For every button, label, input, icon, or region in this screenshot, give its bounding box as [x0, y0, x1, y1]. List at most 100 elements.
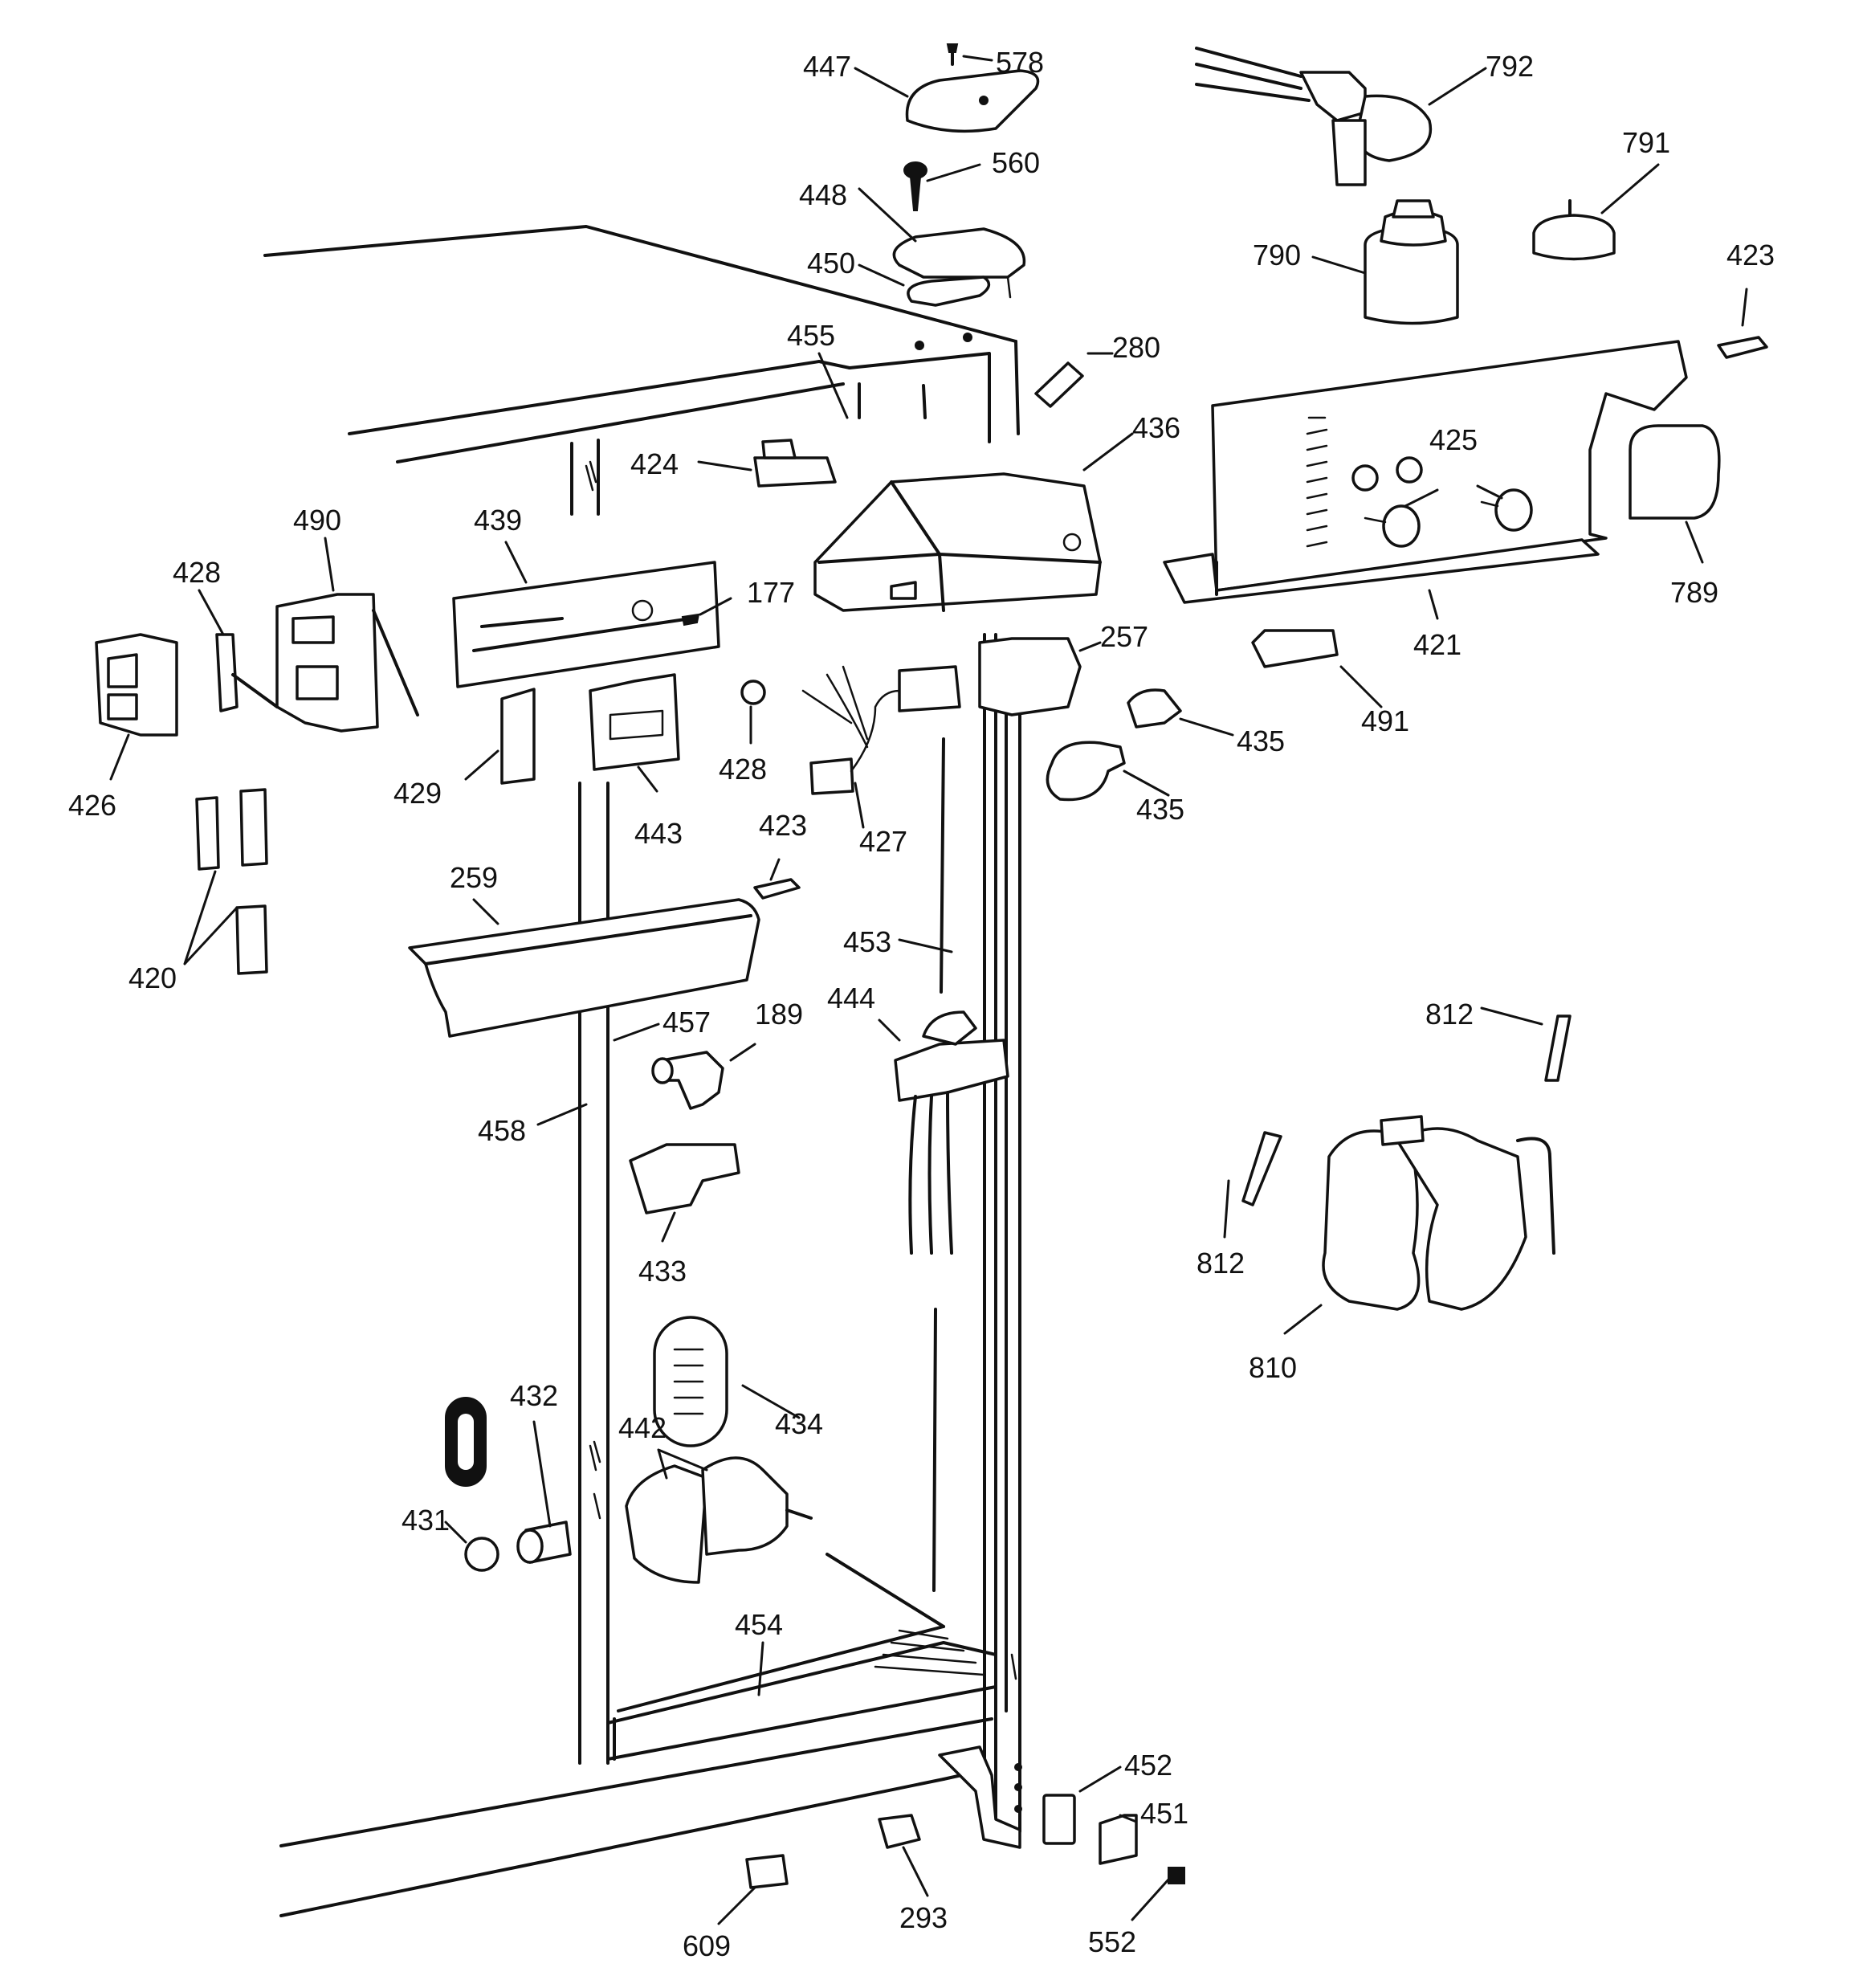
part-421-panel — [1163, 340, 1688, 604]
part-423-connector — [1717, 336, 1768, 359]
part-452-plate — [1042, 1794, 1076, 1845]
label-280: 280 — [1112, 331, 1160, 364]
label-259: 259 — [450, 861, 498, 894]
part-420-clips — [195, 788, 268, 975]
part-812-tube-top — [1544, 1014, 1572, 1082]
part-177-screw — [681, 613, 700, 627]
part-439-bracket — [452, 561, 720, 688]
label-442: 442 — [618, 1411, 667, 1444]
label-435-bulb: 435 — [1136, 793, 1184, 826]
part-431-nut — [464, 1537, 499, 1572]
label-455: 455 — [787, 319, 835, 352]
label-491: 491 — [1361, 704, 1409, 737]
label-812-top: 812 — [1425, 998, 1474, 1031]
label-293: 293 — [899, 1901, 948, 1934]
label-434: 434 — [775, 1407, 823, 1440]
label-428-top: 428 — [173, 556, 221, 589]
label-810: 810 — [1249, 1351, 1297, 1384]
label-424: 424 — [630, 447, 679, 480]
part-labels: 447 578 560 448 450 455 280 792 791 790 … — [68, 46, 1775, 1962]
label-425: 425 — [1429, 423, 1478, 456]
label-450: 450 — [807, 247, 855, 280]
part-432-bushing — [516, 1521, 572, 1564]
label-444: 444 — [827, 982, 875, 1014]
label-423-mid: 423 — [759, 809, 807, 842]
label-451: 451 — [1140, 1797, 1188, 1830]
label-432: 432 — [510, 1379, 558, 1412]
label-578: 578 — [996, 46, 1044, 79]
part-425-buttons — [1364, 488, 1533, 548]
part-428-gear — [740, 680, 766, 705]
part-423-connector-mid — [753, 878, 801, 900]
part-280-tube — [1034, 361, 1084, 408]
label-792: 792 — [1486, 50, 1534, 83]
label-560: 560 — [992, 146, 1040, 179]
label-189: 189 — [755, 998, 803, 1031]
part-552-screw — [1168, 1867, 1185, 1884]
part-450-gasket — [907, 276, 991, 307]
label-426: 426 — [68, 789, 116, 822]
part-491-socket — [1251, 629, 1339, 668]
label-812-left: 812 — [1196, 1247, 1245, 1280]
part-443-bracket — [589, 673, 680, 771]
part-257-timer — [978, 637, 1082, 716]
part-433-bracket — [629, 1143, 740, 1214]
label-420: 420 — [128, 961, 177, 994]
label-421: 421 — [1413, 628, 1461, 661]
label-257: 257 — [1100, 620, 1148, 653]
label-436: 436 — [1132, 411, 1180, 444]
label-447: 447 — [803, 50, 851, 83]
label-490: 490 — [293, 504, 341, 537]
label-439: 439 — [474, 504, 522, 537]
part-428-clip — [215, 633, 238, 712]
part-790-canister — [1364, 199, 1459, 325]
part-434-grille — [653, 1316, 728, 1447]
leader-lines — [109, 55, 1748, 1925]
part-424-switch — [753, 456, 837, 488]
label-609: 609 — [683, 1929, 731, 1962]
label-458: 458 — [478, 1114, 526, 1147]
part-426-switchbox — [95, 633, 178, 737]
part-293-clip — [878, 1814, 921, 1849]
label-443: 443 — [634, 817, 683, 850]
label-791: 791 — [1622, 126, 1670, 159]
part-442-damper — [625, 1456, 813, 1584]
part-427-harness — [801, 665, 961, 795]
part-436-housing — [813, 472, 1102, 612]
label-423-top: 423 — [1726, 239, 1775, 271]
label-448: 448 — [799, 178, 847, 211]
label-431: 431 — [402, 1504, 450, 1537]
label-454: 454 — [735, 1608, 783, 1641]
label-552: 552 — [1088, 1925, 1136, 1958]
part-444-fitting — [894, 1010, 1009, 1255]
part-189-elbow — [651, 1051, 724, 1110]
part-578-screw — [946, 43, 959, 66]
part-490-housing — [275, 593, 419, 733]
part-448-hinge — [892, 227, 1026, 279]
label-790: 790 — [1253, 239, 1301, 271]
part-429-clip — [500, 688, 536, 785]
part-451-bracket — [1099, 1814, 1138, 1865]
part-791-disc — [1532, 199, 1616, 261]
part-609-clip — [745, 1854, 789, 1889]
label-427: 427 — [859, 825, 907, 858]
part-812-tube-left — [1241, 1131, 1282, 1206]
part-792-valve — [1195, 47, 1433, 186]
label-433: 433 — [638, 1255, 687, 1288]
label-453: 453 — [843, 925, 891, 958]
part-447-cover — [905, 69, 1040, 133]
part-810-heater — [1322, 1115, 1555, 1311]
part-259-shield — [408, 898, 760, 1038]
label-428-mid: 428 — [719, 753, 767, 786]
label-177: 177 — [747, 576, 795, 609]
part-435-socket — [1127, 688, 1182, 729]
part-435-bulb — [1046, 741, 1126, 802]
label-457: 457 — [662, 1006, 711, 1039]
label-452: 452 — [1124, 1749, 1172, 1782]
label-435-socket: 435 — [1237, 725, 1285, 757]
part-560-screw — [903, 161, 927, 211]
part-789-cover — [1629, 424, 1721, 520]
label-429: 429 — [393, 777, 442, 810]
label-789: 789 — [1670, 576, 1718, 609]
